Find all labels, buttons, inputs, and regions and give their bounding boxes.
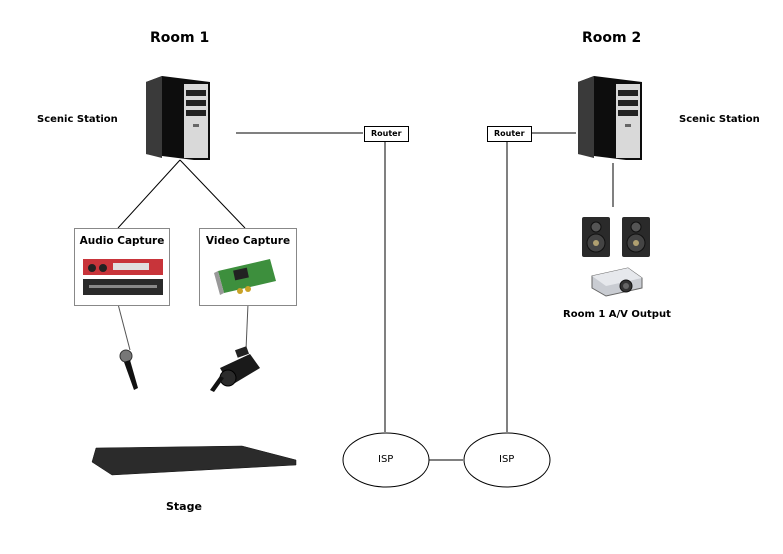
room1-av-output-label: Room 1 A/V Output [563,309,671,320]
pc1-audio-line [117,159,181,229]
stage-shape [91,445,297,476]
audio-capture-box: Audio Capture [74,228,170,306]
video-capture-title: Video Capture [205,235,291,247]
room2-computer-icon [578,76,642,160]
isp-left-label: ISP [378,454,394,465]
audio-capture-title: Audio Capture [79,235,165,247]
left-speaker-icon [582,217,610,257]
room1-router: Router [364,126,409,142]
audio-interface-icon [83,259,163,275]
right-speaker-icon [622,217,650,257]
isp-right-label: ISP [499,454,515,465]
audio-mic-line [117,303,131,351]
room2-router: Router [487,126,532,142]
capture-card-icon [214,257,278,299]
microphone-icon [118,348,144,394]
video-camera-icon [206,346,264,394]
room1-station-label: Scenic Station [37,114,118,125]
room2-title: Room 2 [582,30,642,46]
isp-left-ellipse [342,432,430,488]
stage-label: Stage [166,500,202,513]
projector-icon [588,266,644,298]
pc1-video-line [179,159,246,229]
room2-station-label: Scenic Station [679,114,760,125]
video-camera-line [245,303,249,351]
audio-rack-icon [83,279,163,295]
video-capture-box: Video Capture [199,228,297,306]
isp-right-ellipse [463,432,551,488]
room1-title: Room 1 [150,30,210,46]
room1-computer-icon [146,76,210,160]
